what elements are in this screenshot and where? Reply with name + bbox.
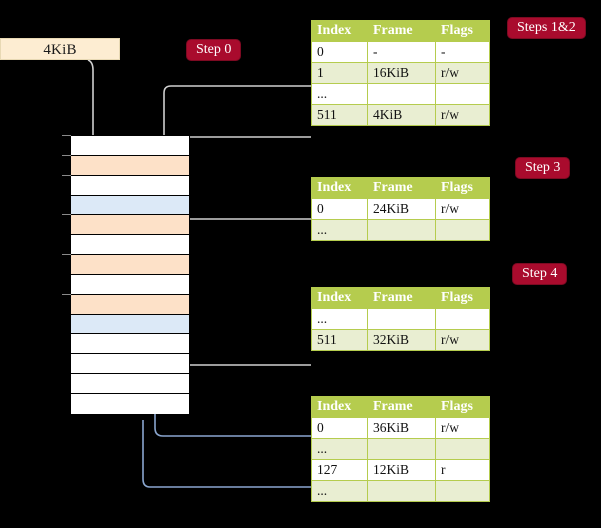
column-header-index: Index bbox=[311, 177, 368, 199]
table-cell-index: 0 bbox=[311, 41, 368, 63]
table-row: ... bbox=[311, 219, 490, 241]
wire-l1row127-to-frame bbox=[142, 420, 311, 488]
memory-frame-row bbox=[71, 354, 189, 375]
memory-frame-row bbox=[71, 374, 189, 394]
wire-l4row511-to-frame bbox=[177, 136, 311, 254]
memory-frame-row bbox=[71, 195, 189, 216]
table-cell-frame: - bbox=[367, 41, 436, 63]
table-cell-flags: r/w bbox=[435, 329, 490, 351]
table-cell-index: ... bbox=[311, 83, 368, 105]
column-header-flags: Flags bbox=[435, 20, 490, 42]
memory-frame-row bbox=[71, 294, 189, 315]
column-header-flags: Flags bbox=[435, 177, 490, 199]
table-cell-flags bbox=[435, 480, 490, 502]
memory-frame-row bbox=[71, 393, 189, 414]
column-header-frame: Frame bbox=[367, 287, 436, 309]
column-header-flags: Flags bbox=[435, 287, 490, 309]
table-cell-flags: r/w bbox=[435, 198, 490, 220]
column-header-index: Index bbox=[311, 20, 368, 42]
wire-l3row0-to-frame bbox=[174, 218, 311, 274]
step-badge-step0: Step 0 bbox=[187, 40, 241, 60]
column-header-frame: Frame bbox=[367, 396, 436, 418]
table-cell-index: ... bbox=[311, 480, 368, 502]
table-cell-flags bbox=[435, 308, 490, 330]
step-badge-steps-1-and-2: Steps 1&2 bbox=[508, 18, 585, 38]
table-row: ... bbox=[311, 480, 490, 502]
table-cell-flags bbox=[435, 438, 490, 460]
column-header-frame: Frame bbox=[367, 177, 436, 199]
table-cell-frame: 4KiB bbox=[367, 104, 436, 126]
wire-l2row511-to-frame bbox=[169, 311, 311, 366]
table-cell-flags: r/w bbox=[435, 62, 490, 84]
physical-memory-stack bbox=[70, 135, 190, 414]
memory-frame-row bbox=[71, 136, 189, 156]
step-badge-step4: Step 4 bbox=[513, 264, 567, 284]
frame-tick-mark bbox=[62, 135, 71, 136]
table-cell-index: 1 bbox=[311, 62, 368, 84]
step-badge-step3: Step 3 bbox=[516, 158, 570, 178]
wire-4kib-to-frame bbox=[87, 59, 100, 151]
column-header-index: Index bbox=[311, 287, 368, 309]
table-cell-frame: 24KiB bbox=[367, 198, 436, 220]
table-row: 0-- bbox=[311, 41, 490, 63]
table-row: ... bbox=[311, 438, 490, 460]
table-cell-index: ... bbox=[311, 438, 368, 460]
memory-frame-row bbox=[71, 235, 189, 256]
table-cell-index: 0 bbox=[311, 198, 368, 220]
table-cell-flags: r/w bbox=[435, 104, 490, 126]
table-cell-flags bbox=[435, 83, 490, 105]
memory-frame-row bbox=[71, 314, 189, 335]
table-row: ... bbox=[311, 83, 490, 105]
table-cell-index: 511 bbox=[311, 329, 368, 351]
memory-frame-row bbox=[71, 215, 189, 236]
callout-4kib-label: 4KiB bbox=[0, 38, 120, 60]
memory-frame-row bbox=[71, 175, 189, 196]
table-cell-frame bbox=[367, 480, 436, 502]
table-cell-frame bbox=[367, 219, 436, 241]
frame-tick-mark bbox=[62, 254, 71, 256]
memory-frame-row bbox=[71, 255, 189, 275]
table-cell-frame: 12KiB bbox=[367, 459, 436, 481]
table-cell-frame bbox=[367, 438, 436, 460]
frame-tick-mark bbox=[62, 154, 71, 156]
table-cell-index: ... bbox=[311, 219, 368, 241]
frame-tick-mark bbox=[62, 293, 71, 295]
table-cell-frame bbox=[367, 83, 436, 105]
table-cell-frame: 16KiB bbox=[367, 62, 436, 84]
table-cell-index: 0 bbox=[311, 417, 368, 439]
table-cell-frame: 32KiB bbox=[367, 329, 436, 351]
table-cell-flags: r bbox=[435, 459, 490, 481]
table-cell-index: 127 bbox=[311, 459, 368, 481]
table-cell-index: ... bbox=[311, 308, 368, 330]
table-cell-flags bbox=[435, 219, 490, 241]
table-cell-flags: - bbox=[435, 41, 490, 63]
table-cell-frame: 36KiB bbox=[367, 417, 436, 439]
table-cell-flags: r/w bbox=[435, 417, 490, 439]
table-cell-index: 511 bbox=[311, 104, 368, 126]
column-header-index: Index bbox=[311, 396, 368, 418]
memory-frame-row bbox=[71, 274, 189, 295]
table-row: ... bbox=[311, 308, 490, 330]
column-header-flags: Flags bbox=[435, 396, 490, 418]
frame-tick-mark bbox=[62, 174, 71, 176]
column-header-frame: Frame bbox=[367, 20, 436, 42]
memory-frame-row bbox=[71, 155, 189, 176]
memory-frame-row bbox=[71, 334, 189, 355]
frame-tick-mark bbox=[62, 214, 71, 216]
table-cell-frame bbox=[367, 308, 436, 330]
